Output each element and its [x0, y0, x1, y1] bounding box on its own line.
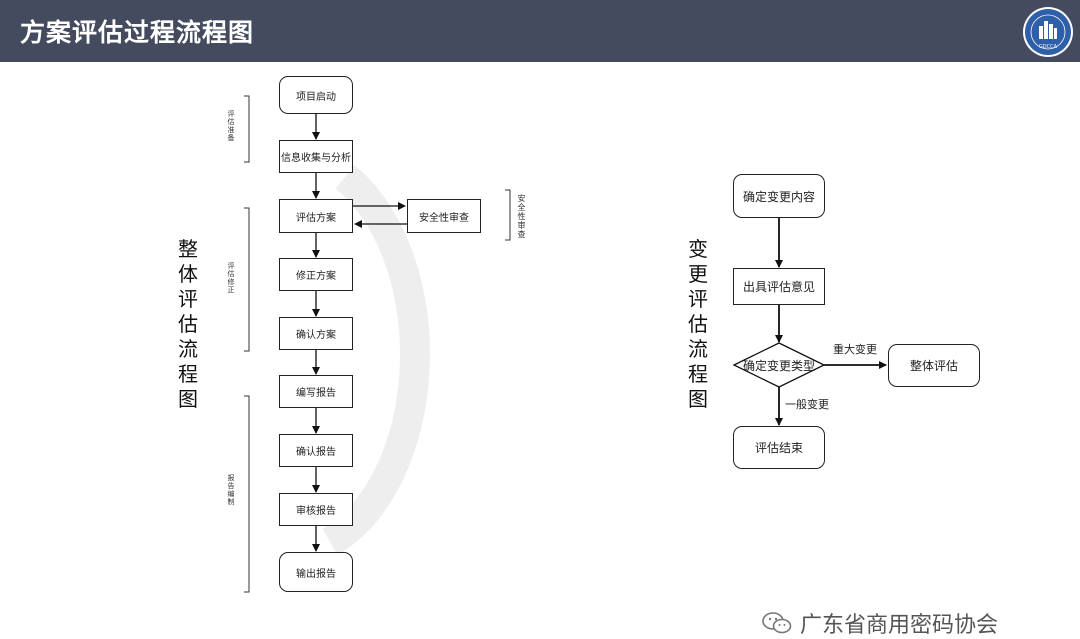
node-confirm-report: 确认报告	[279, 434, 353, 467]
node-assessment-plan: 评估方案	[279, 199, 353, 233]
node-overall-assessment: 整体评估	[888, 344, 980, 387]
wechat-icon	[762, 612, 792, 634]
side-label-review: 安全性审查	[517, 194, 526, 239]
diagram-canvas: 整体评估流程图 评估准备 评估修正 报告编制 安全性审查 项目启动 信息收集与分…	[0, 62, 1080, 638]
node-assessment-end: 评估结束	[733, 426, 825, 469]
node-change-type: 确定变更类型	[742, 358, 815, 373]
association-logo: GDCCA	[1023, 7, 1073, 57]
left-diagram-title-text: 整体评估流程图	[178, 237, 198, 411]
page-title: 方案评估过程流程图	[20, 18, 255, 47]
phase-bracket-report	[244, 395, 250, 593]
watermark: 广东省商用密码协会	[762, 607, 998, 639]
node-issue-opinion: 出具评估意见	[733, 268, 825, 305]
logo-abbr: GDCCA	[1039, 44, 1058, 50]
edge-label-major-change: 重大变更	[833, 343, 877, 356]
phase-bracket-revise	[244, 207, 250, 352]
phase-bracket-prepare	[244, 95, 250, 163]
node-audit-report: 审核报告	[279, 493, 353, 526]
diagram-edges	[244, 95, 887, 593]
decision-diamond	[732, 342, 826, 388]
node-project-start: 项目启动	[279, 76, 353, 114]
edge-label-minor-change: 一般变更	[785, 398, 829, 411]
node-confirm-plan: 确认方案	[279, 317, 353, 350]
right-diagram-title: 变更评估流程图	[686, 237, 710, 412]
watermark-text: 广东省商用密码协会	[800, 613, 999, 638]
header-bar: 方案评估过程流程图 GDCCA	[0, 0, 1080, 62]
node-write-report: 编写报告	[279, 375, 353, 408]
node-info-collection: 信息收集与分析	[279, 140, 353, 173]
side-bracket	[505, 189, 511, 241]
phase-label-report: 报告编制	[227, 474, 235, 506]
background-arc	[322, 165, 430, 556]
node-security-review: 安全性审查	[407, 199, 481, 233]
phase-label-prepare: 评估准备	[227, 110, 235, 142]
left-diagram-title: 整体评估流程图	[176, 237, 200, 412]
phase-label-revise: 评估修正	[227, 262, 235, 294]
node-determine-change: 确定变更内容	[733, 174, 825, 218]
right-diagram-title-text: 变更评估流程图	[688, 237, 708, 411]
node-output-report: 输出报告	[279, 552, 353, 592]
node-revise-plan: 修正方案	[279, 258, 353, 291]
